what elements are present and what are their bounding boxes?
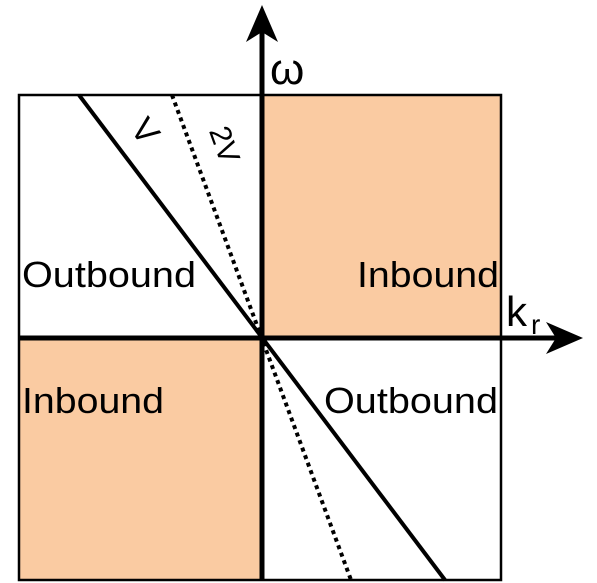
quadrant-bottom-right [262, 338, 501, 580]
label-bottom-right: Outbound [324, 380, 498, 421]
y-axis-arrowhead [246, 5, 278, 42]
y-axis-label: ω [270, 45, 304, 94]
label-top-left: Outbound [22, 254, 196, 295]
quadrant-top-left [19, 95, 262, 338]
x-axis-label: k [506, 288, 528, 335]
x-axis-subscript: r [531, 309, 540, 340]
label-bottom-left: Inbound [22, 380, 164, 421]
x-axis-arrowhead [546, 322, 583, 354]
label-top-right: Inbound [357, 254, 499, 295]
quadrant-top-right [262, 95, 501, 338]
quadrant-bottom-left [19, 338, 262, 580]
